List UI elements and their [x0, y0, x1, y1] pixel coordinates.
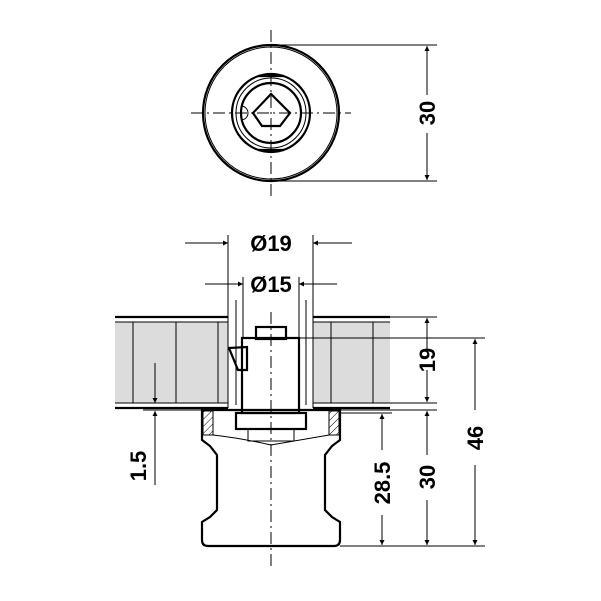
panel-left — [115, 322, 228, 403]
connector-body — [200, 408, 342, 548]
diameter-15-label: Ø15 — [250, 272, 292, 297]
top-view: 30 — [191, 30, 440, 196]
diameter-19-label: Ø19 — [250, 231, 292, 256]
overall-height-label: 46 — [463, 426, 488, 450]
body-height-28-5-label: 28.5 — [370, 462, 395, 505]
panel-right — [313, 322, 390, 403]
panel-thickness-label: 19 — [415, 348, 440, 372]
body-height-30-label: 30 — [415, 465, 440, 489]
side-view: Ø19 Ø15 19 30 28.5 46 1.5 — [115, 231, 488, 566]
top-diameter-label: 30 — [415, 101, 440, 125]
gap-label: 1.5 — [126, 451, 151, 482]
